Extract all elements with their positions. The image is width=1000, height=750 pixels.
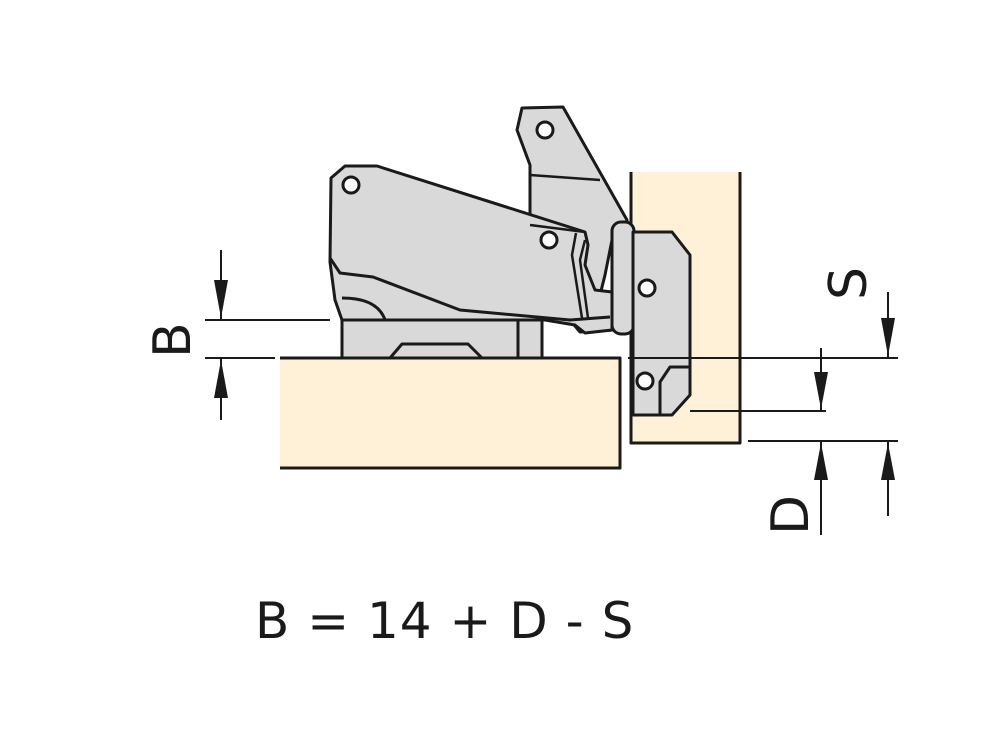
screw-hole-icon xyxy=(535,120,555,140)
arrow-down-icon xyxy=(881,318,895,356)
dimension-arrows xyxy=(214,280,895,480)
screw-hole-icon xyxy=(539,230,559,250)
cabinet-side-panel xyxy=(280,358,620,468)
arrow-down-icon xyxy=(814,372,828,409)
label-s: S xyxy=(819,267,879,300)
link-edge-line xyxy=(529,173,601,234)
hinge-cup-flange xyxy=(610,220,636,336)
body-contour-line xyxy=(328,257,611,322)
arrow-up-icon xyxy=(814,443,828,480)
door-mounting-plate xyxy=(631,230,692,417)
screw-hole-icon xyxy=(635,371,655,391)
label-b: B xyxy=(143,322,203,358)
plate-inner-line xyxy=(658,365,690,415)
screw-hole-icon xyxy=(341,175,361,195)
arrow-up-icon xyxy=(214,360,228,398)
label-d: D xyxy=(761,495,821,535)
arrow-down-icon xyxy=(214,280,228,318)
screw-hole-icon xyxy=(637,278,657,298)
link-edge-line xyxy=(570,232,590,319)
base-slot xyxy=(388,342,484,360)
formula-text: B = 14 + D - S xyxy=(255,592,635,650)
mounting-base xyxy=(340,318,544,360)
body-curve-line xyxy=(341,296,387,321)
arrow-up-icon xyxy=(881,443,895,480)
hinge-arm-body xyxy=(328,164,614,335)
